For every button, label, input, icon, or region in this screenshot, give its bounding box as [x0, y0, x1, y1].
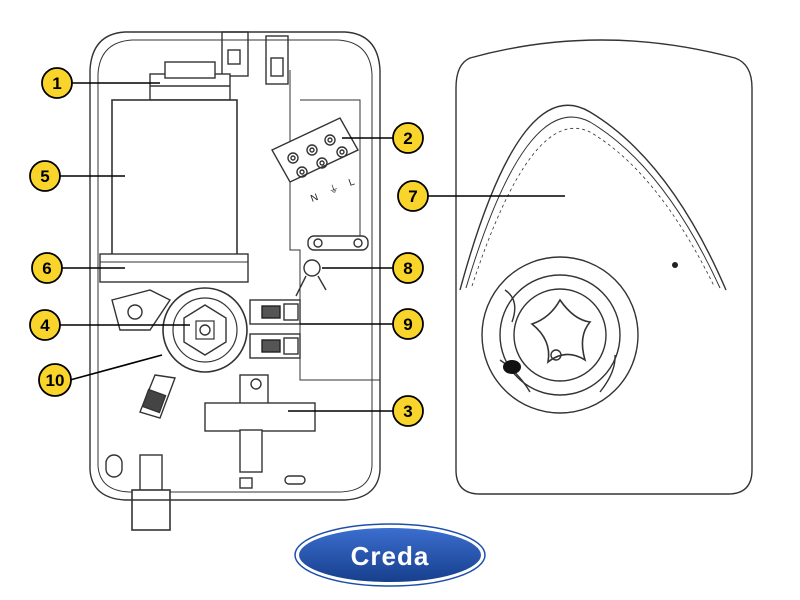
thermal-cutout: [295, 259, 327, 297]
callout-9: 9: [392, 308, 424, 340]
callout-3: 3: [392, 395, 424, 427]
callout-5: 5: [29, 160, 61, 192]
callout-badges: 1 2 3 4 5 6 7 8: [29, 67, 429, 427]
callout-label-3: 3: [403, 402, 412, 421]
temperature-control-knob: [481, 256, 639, 414]
callout-8: 8: [392, 252, 424, 284]
callout-10: 10: [38, 363, 72, 397]
leader-lines: [60, 82, 565, 412]
callout-label-4: 4: [40, 316, 50, 335]
cable-clamp: [307, 235, 369, 251]
callout-label-6: 6: [42, 259, 51, 278]
cover-arch: [459, 104, 727, 291]
callout-2: 2: [392, 122, 424, 154]
callout-label-2: 2: [403, 129, 412, 148]
callout-label-7: 7: [408, 187, 417, 206]
callout-7: 7: [397, 180, 429, 212]
callout-label-10: 10: [46, 371, 65, 390]
inlet-pipe: [131, 454, 171, 531]
terminal-label-earth: ⏚: [327, 182, 341, 197]
shower-front-cover: [455, 39, 753, 495]
callout-4: 4: [29, 309, 61, 341]
callout-label-5: 5: [40, 167, 49, 186]
outlet-pipe: [204, 374, 316, 473]
terminal-label-live: L: [347, 176, 356, 188]
callout-6: 6: [31, 252, 63, 284]
solenoid-valve: [149, 61, 231, 101]
terminal-label-neutral: N: [309, 192, 320, 205]
callout-label-8: 8: [403, 259, 412, 278]
creda-logo-text: Creda: [351, 541, 430, 571]
terminal-block: [271, 117, 359, 183]
top-clip: [265, 35, 289, 85]
heater-tank: [111, 99, 238, 271]
flow-valve: [162, 287, 248, 373]
top-bracket: [221, 31, 249, 77]
callout-1: 1: [41, 67, 73, 99]
callout-label-1: 1: [52, 74, 61, 93]
pressure-switch: [249, 299, 301, 359]
front-cover-outline: [455, 39, 753, 495]
shower-internal-view: N ⏚ L: [89, 31, 381, 531]
callout-label-9: 9: [403, 315, 412, 334]
backplate-inner-outline: [97, 39, 373, 493]
backplate-outline: [89, 31, 381, 501]
inlet-filter: [139, 374, 176, 419]
leader-line-10: [69, 354, 163, 381]
creda-logo: Creda: [294, 523, 486, 587]
